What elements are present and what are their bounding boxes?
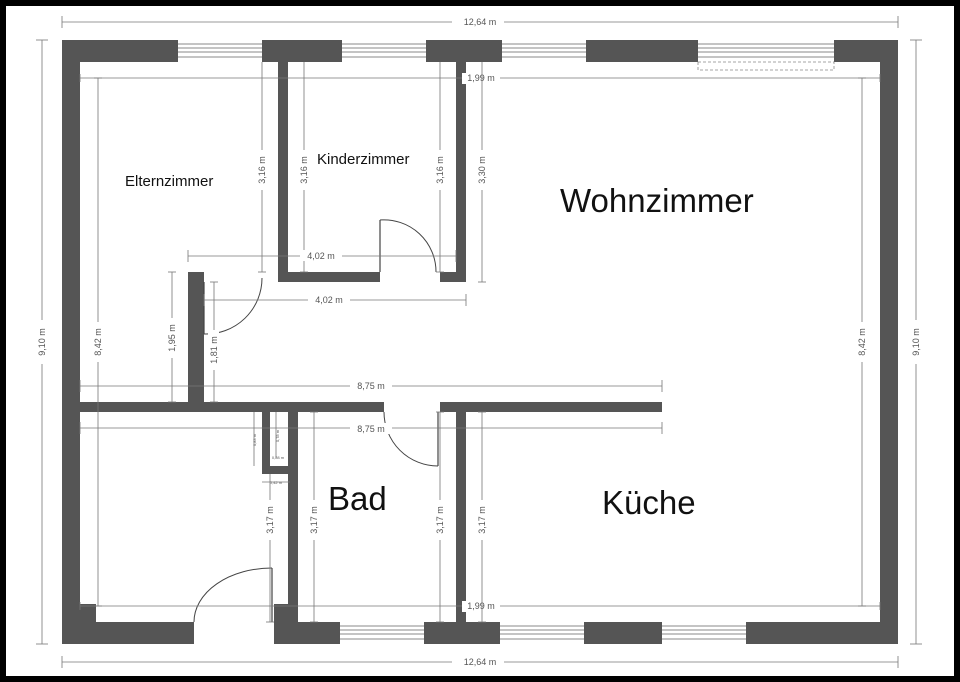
dim-width-below-middle-wall: 8,75 m (79, 422, 663, 434)
exterior-wall-bottom (62, 622, 898, 644)
dim-kinderzimmer-height-right-label: 3,16 m (435, 156, 445, 184)
dim-kinderzimmer-height-left-label: 3,16 m (299, 156, 309, 184)
door-bad (383, 411, 439, 467)
dim-kueche-height: 3,17 m (476, 411, 487, 623)
dim-window-top: 1,99 m (79, 73, 881, 84)
dim-corridor-width-upper: 4,02 m (187, 250, 457, 262)
wall-bad-left (288, 412, 298, 622)
exterior-wall-right (880, 40, 898, 644)
dim-hall-height: 1,95 m (166, 271, 177, 403)
wall-entrance-left (80, 604, 96, 622)
wall-bottom-stub (274, 604, 288, 622)
window-top-3 (502, 40, 586, 62)
dim-shaft-c-label: 0,28 m (272, 455, 285, 460)
dim-shaft-group: 0,83 m 0,78 m 0,28 m 0,42 m (252, 412, 290, 485)
dim-window-bottom: 1,99 m (79, 601, 881, 612)
dim-kinderzimmer-height-right: 3,16 m (434, 62, 445, 273)
plan-frame (6, 6, 954, 676)
dim-kueche-height-label: 3,17 m (477, 506, 487, 534)
dim-window-top-label: 1,99 m (467, 73, 495, 83)
entrance-gap (194, 622, 274, 644)
dim-overall-height-right-label: 9,10 m (911, 328, 921, 356)
dim-overall-width-top-label: 12,64 m (464, 17, 497, 27)
dim-overall-width-bottom-label: 12,64 m (464, 657, 497, 667)
dim-inner-height-left-label: 8,42 m (93, 328, 103, 356)
dim-shaft-a-label: 0,83 m (252, 433, 257, 446)
wall-hall-stub (188, 272, 204, 412)
dim-shaft-d-label: 0,42 m (270, 480, 283, 485)
door-elternzimmer (203, 277, 263, 335)
door-entrance (193, 567, 273, 623)
dim-inner-height-left: 8,42 m (92, 77, 103, 607)
dim-elternzimmer-height-label: 3,16 m (257, 156, 267, 184)
room-label-elternzimmer: Elternzimmer (125, 173, 213, 190)
exterior-wall-top (62, 40, 898, 62)
dim-width-above-middle-wall-label: 8,75 m (357, 381, 385, 391)
dim-door-height: 1,81 m (208, 281, 219, 403)
wall-kinderzimmer-bottom-right (440, 272, 466, 282)
wall-middle-left (80, 402, 384, 412)
dim-inner-height-right: 8,42 m (856, 77, 867, 607)
dim-overall-height-left-label: 9,10 m (37, 328, 47, 356)
window-bottom-2 (500, 622, 584, 644)
wall-elternzimmer-kinderzimmer (278, 62, 288, 280)
dim-width-below-middle-wall-label: 8,75 m (357, 424, 385, 434)
dim-bad-height-left-label: 3,17 m (309, 506, 319, 534)
dim-shaft-b-label: 0,78 m (275, 429, 280, 442)
dim-corridor-width-lower-label: 4,02 m (315, 295, 343, 305)
dim-hall-height-label: 1,95 m (167, 324, 177, 352)
dim-wohnzimmer-partial-height-label: 3,30 m (477, 156, 487, 184)
wall-shaft-bottom (262, 466, 290, 474)
wall-shaft-left (262, 412, 270, 474)
dim-overall-height-left: 9,10 m (36, 39, 48, 645)
exterior-wall-left (62, 40, 80, 644)
dim-overall-height-right: 9,10 m (910, 39, 922, 645)
dim-inner-height-right-label: 8,42 m (857, 328, 867, 356)
dim-elternzimmer-height: 3,16 m (256, 62, 267, 273)
dim-bottom-left-room-height-label: 3,17 m (265, 506, 275, 534)
dim-overall-width-bottom: 12,64 m (61, 656, 899, 668)
wall-bad-right (456, 412, 466, 622)
dim-kinderzimmer-height-left: 3,16 m (298, 62, 309, 273)
window-bottom-1 (340, 622, 424, 644)
dim-bad-height-right: 3,17 m (434, 411, 445, 623)
room-label-kinderzimmer: Kinderzimmer (317, 151, 410, 168)
dim-wohnzimmer-partial-height: 3,30 m (476, 62, 487, 283)
dim-corridor-width-lower: 4,02 m (203, 294, 467, 306)
dim-corridor-width-upper-label: 4,02 m (307, 251, 335, 261)
window-bottom-3 (662, 622, 746, 644)
room-label-bad: Bad (328, 480, 387, 517)
wall-kinderzimmer-wohnzimmer (456, 62, 466, 282)
dim-bottom-left-room-height: 3,17 m (264, 474, 275, 623)
dim-window-bottom-label: 1,99 m (467, 601, 495, 611)
window-top-4 (697, 40, 835, 71)
door-kinderzimmer (379, 219, 437, 273)
dim-width-above-middle-wall: 8,75 m (79, 380, 663, 392)
wall-kinderzimmer-bottom (278, 272, 380, 282)
room-label-wohnzimmer: Wohnzimmer (560, 182, 754, 219)
room-label-kueche: Küche (602, 484, 696, 521)
dim-bad-height-right-label: 3,17 m (435, 506, 445, 534)
dim-bad-height-left: 3,17 m (308, 411, 319, 623)
dim-overall-width-top: 12,64 m (61, 16, 899, 28)
dim-door-height-label: 1,81 m (209, 336, 219, 364)
window-top-2 (342, 40, 426, 62)
window-top-1 (178, 40, 262, 62)
wall-middle-right (440, 402, 662, 412)
